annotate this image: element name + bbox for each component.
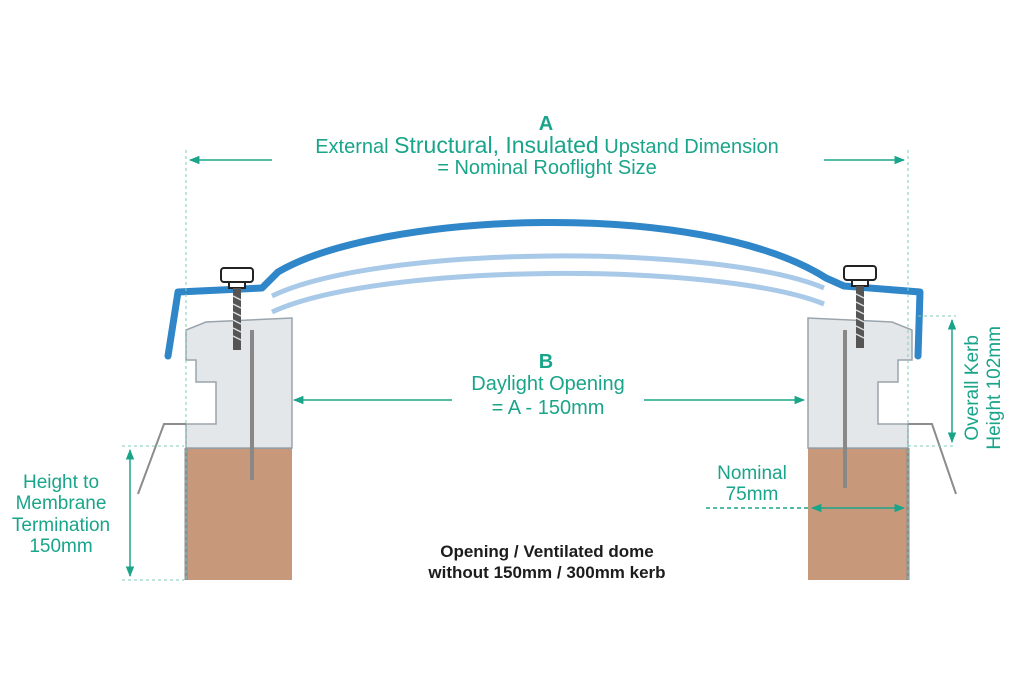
left-fixing-screw-icon [220, 267, 254, 480]
membrane-line2: Membrane [15, 493, 107, 515]
left-kerb-profile [185, 317, 293, 449]
dimension-b-line1: Daylight Opening [471, 373, 625, 395]
dome-outer-shell [164, 218, 924, 360]
nominal-line2: 75mm [725, 483, 779, 505]
caption-line1: Opening / Ventilated dome [440, 542, 654, 561]
membrane-label: Height to Membrane Termination 150mm [0, 472, 122, 557]
dimension-a-text-part1: External [315, 136, 395, 158]
dimension-a-line2: = Nominal Rooflight Size [437, 157, 657, 179]
left-timber-upstand [186, 448, 292, 580]
right-kerb-profile [807, 317, 913, 449]
dimension-b-letter: B [538, 351, 554, 373]
nominal-label: Nominal 75mm [700, 463, 804, 506]
kerb-height-line1: Overall Kerb [962, 335, 984, 441]
right-timber-upstand [808, 448, 908, 580]
membrane-line1: Height to [22, 472, 100, 493]
dome-inner-layer-lower [270, 270, 825, 315]
dome-inner-layer-upper [270, 253, 825, 299]
right-kerb-skirt [908, 423, 957, 495]
diagram-caption: Opening / Ventilated dome without 150mm … [382, 541, 712, 584]
nominal-line1: Nominal [717, 463, 787, 484]
kerb-height-line2: Height 102mm [984, 326, 1005, 450]
dimension-a-text-part2: Structural, Insulated [394, 132, 599, 158]
membrane-line4: 150mm [29, 535, 93, 557]
dimension-b-line2: = A - 150mm [491, 397, 605, 419]
membrane-line3: Termination [11, 514, 111, 536]
dimension-a-text-part3: Upstand Dimension [598, 136, 779, 158]
dimension-a-line1: External Structural, Insulated Upstand D… [232, 132, 862, 158]
left-kerb-skirt [137, 423, 186, 495]
right-fixing-screw-icon [843, 265, 877, 488]
caption-line2: without 150mm / 300mm kerb [428, 563, 666, 583]
kerb-height-label: Overall Kerb Height 102mm [962, 318, 1006, 458]
dimension-a-letter: A [538, 113, 554, 135]
